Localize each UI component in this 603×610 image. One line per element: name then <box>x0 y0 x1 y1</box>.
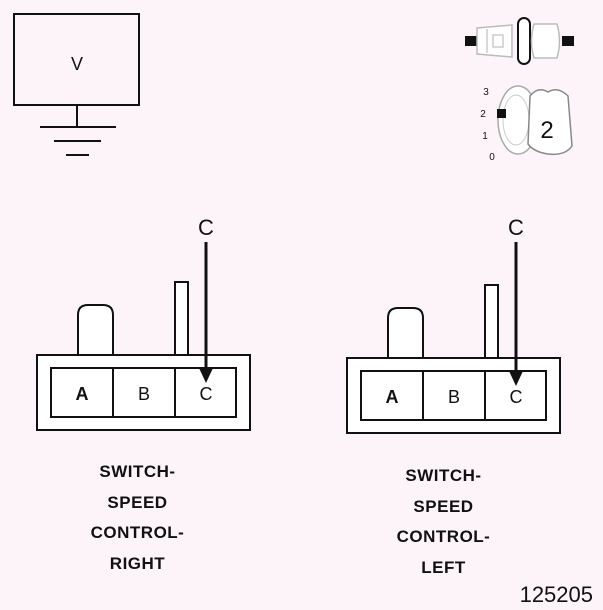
probe-arrow-icon <box>509 371 523 386</box>
pin-a-label: A <box>76 384 89 404</box>
caption-right: SWITCH- SPEED CONTROL- RIGHT <box>60 457 215 579</box>
ignition-position-3: 3 <box>483 87 489 98</box>
caption-line: SWITCH- <box>405 466 482 485</box>
caption-line: LEFT <box>421 557 466 577</box>
pin-a-label: A <box>386 387 399 407</box>
caption-line: CONTROL- <box>90 523 185 542</box>
ignition-position-2: 2 <box>480 109 486 120</box>
connector-latch <box>387 307 424 358</box>
figure-number: 125205 <box>519 582 593 607</box>
pin-c-label: C <box>510 387 523 407</box>
disconnect-connector-icon <box>465 17 574 65</box>
ignition-switch-icon: 3 2 1 0 2 <box>480 85 573 163</box>
connector-left: A B C C <box>346 215 561 434</box>
ignition-position-0: 0 <box>489 152 495 163</box>
caption-left: SWITCH- SPEED CONTROL- LEFT <box>366 461 521 583</box>
voltmeter-label: V <box>71 54 83 74</box>
pin-b-label: B <box>138 384 150 404</box>
probe-label: C <box>508 215 524 240</box>
pin-b-label: B <box>448 387 460 407</box>
probe-arrow-icon <box>199 368 213 383</box>
ground-icon <box>40 105 116 156</box>
connector-key-post <box>484 284 499 359</box>
connector-right: A B C C <box>36 215 251 431</box>
connector-key-post <box>174 281 189 356</box>
caption-line: RIGHT <box>109 553 166 573</box>
caption-line: SPEED <box>413 496 474 516</box>
caption-line: SWITCH- <box>99 462 176 481</box>
pin-c-label: C <box>200 384 213 404</box>
ignition-key-label: 2 <box>540 117 553 144</box>
connector-latch <box>77 304 114 355</box>
ignition-position-1: 1 <box>482 131 488 142</box>
caption-line: SPEED <box>107 492 168 512</box>
caption-line: CONTROL- <box>396 527 491 546</box>
probe-label: C <box>198 215 214 240</box>
voltmeter-symbol: V <box>13 13 140 106</box>
